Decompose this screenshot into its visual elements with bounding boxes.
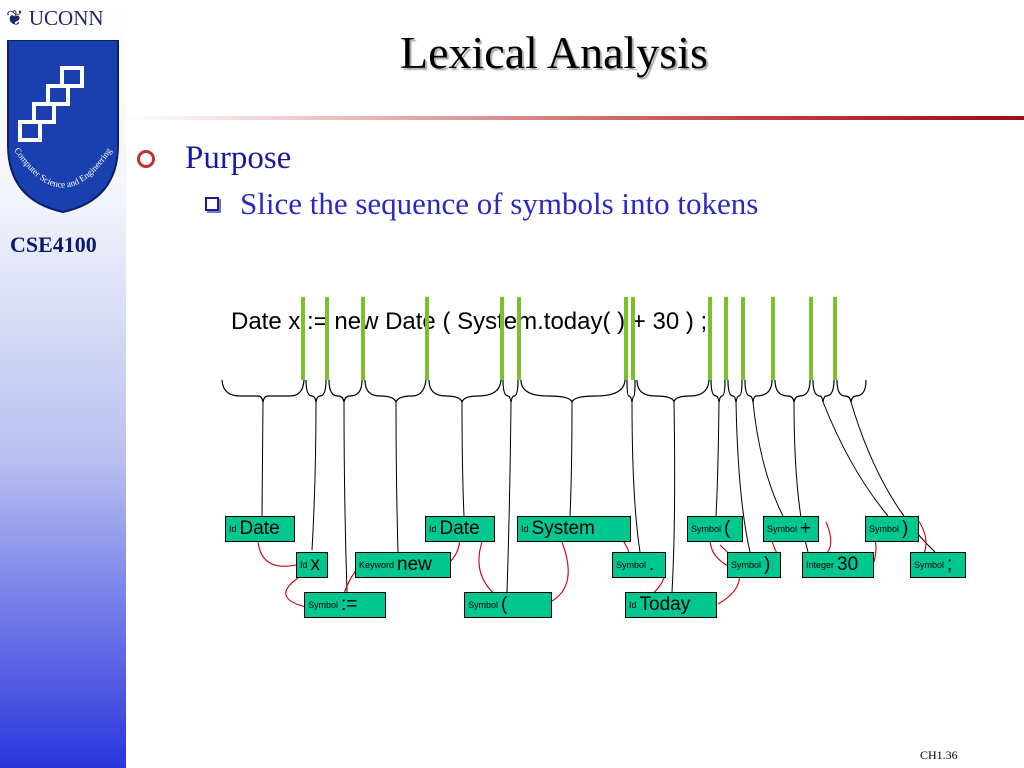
token-box: Symbol:= [304, 592, 386, 618]
token-kind: Symbol [468, 600, 499, 610]
slide-title: Lexical Analysis [400, 27, 708, 78]
token-value: ( [501, 594, 508, 615]
token-braces [221, 379, 867, 404]
circle-bullet-icon [137, 149, 155, 168]
token-kind: Symbol [308, 600, 339, 610]
token-box: Symbol) [865, 516, 919, 542]
token-value: ( [724, 518, 731, 539]
token-box: Symbol; [910, 552, 966, 578]
token-kind: Symbol [767, 524, 798, 534]
oak-leaf-icon: ❦ [6, 6, 24, 30]
token-value: 30 [837, 554, 859, 575]
cse-logo: Computer Science and Engineering [7, 40, 119, 214]
bullet-slice: Slice the sequence of symbols into token… [205, 186, 758, 222]
token-kind: Symbol [914, 560, 945, 570]
token-kind: Symbol [731, 560, 762, 570]
token-box: Symbol( [687, 516, 743, 542]
separator-bars [301, 297, 837, 380]
token-kind: Id [229, 524, 237, 534]
token-value: Today [639, 594, 691, 615]
token-value: ) [764, 554, 771, 575]
token-kind: Symbol [616, 560, 647, 570]
token-kind: Id [300, 560, 308, 570]
bullet-slice-text: Slice the sequence of symbols into token… [240, 186, 759, 221]
token-value: Date [439, 518, 480, 539]
org-name: UCONN [28, 6, 104, 30]
token-value: x [310, 554, 321, 575]
token-kind: Id [429, 524, 437, 534]
course-code: CSE4100 [10, 232, 97, 257]
token-value: . [649, 554, 655, 575]
square-bullet-icon [205, 197, 219, 211]
token-kind: Symbol [869, 524, 900, 534]
token-value: System [531, 518, 595, 539]
slide-number: CH1.36 [920, 748, 958, 762]
brace-connectors [261, 401, 936, 593]
token-value: := [341, 594, 358, 615]
token-value: Date [239, 518, 280, 539]
token-kind: Keyword [359, 560, 395, 570]
token-box: Symbol) [727, 552, 781, 578]
token-box: Symbol+ [763, 516, 819, 542]
uconn-logo: ❦ UCONN [6, 6, 104, 31]
bullet-purpose: Purpose [137, 140, 291, 177]
token-value: + [800, 518, 812, 539]
token-value: ) [902, 518, 909, 539]
token-value: ; [947, 554, 953, 575]
token-box: Symbol. [612, 552, 666, 578]
token-kind: Id [629, 600, 637, 610]
sidebar: ❦ UCONN Computer Science and Engineering… [0, 0, 126, 768]
title-divider [126, 116, 1024, 120]
bullet-purpose-text: Purpose [185, 140, 292, 176]
source-code-line: Date x := new Date ( System.today( ) + 3… [231, 308, 708, 335]
token-kind: Symbol [691, 524, 722, 534]
token-value: new [397, 554, 432, 575]
token-box: Symbol( [464, 592, 552, 618]
token-kind: Id [521, 524, 529, 534]
token-kind: Integer [806, 560, 835, 570]
